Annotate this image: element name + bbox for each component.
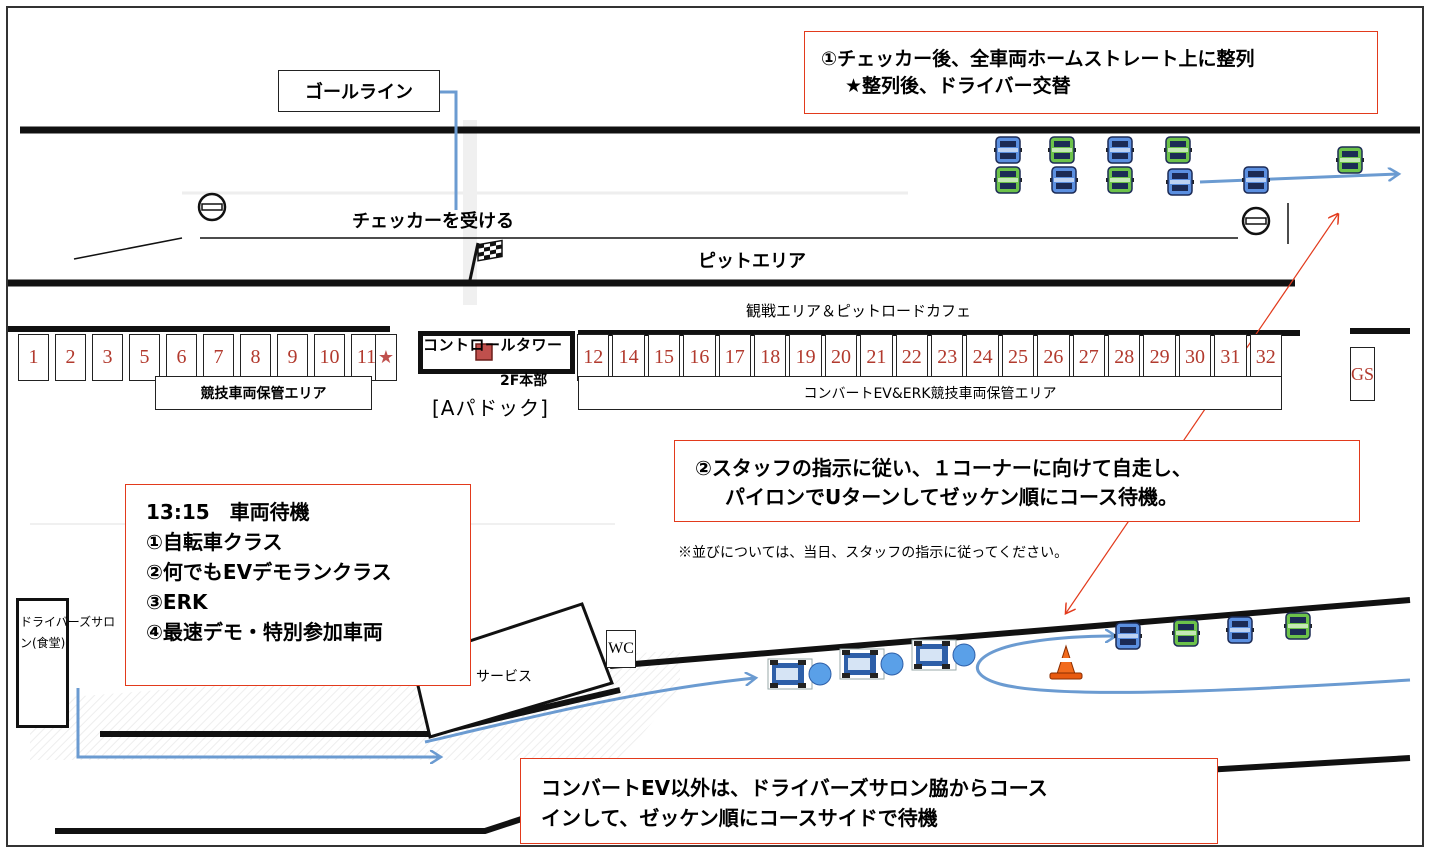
car-icon (993, 136, 1023, 164)
car-icon (1165, 168, 1195, 196)
left-storage-area: 競技車両保管エリア (155, 376, 372, 410)
stall-box: 23 (931, 334, 964, 381)
right-storage-area: コンバートEV&ERK競技車両保管エリア (578, 376, 1282, 410)
callout-line: コンバートEV以外は、ドライバーズサロン脇からコース (541, 776, 1048, 800)
control-tower-label: コントロールタワー (423, 336, 563, 354)
stall-box: 14 (612, 334, 645, 381)
star-stall: ★ (375, 334, 397, 381)
wc-box: WC (606, 630, 636, 668)
goal-line-label: ゴールライン (278, 70, 440, 112)
kart-icon (767, 658, 832, 690)
stall-box: 28 (1108, 334, 1141, 381)
stall-box: 17 (718, 334, 751, 381)
car-icon (1241, 166, 1271, 194)
stall-box: 24 (966, 334, 999, 381)
car-icon (1047, 136, 1077, 164)
car-icon (1105, 166, 1135, 194)
no-entry-icon (197, 192, 227, 222)
stall-box: 10 (314, 334, 345, 381)
service-label: サービス (476, 669, 532, 685)
stall-box: 22 (895, 334, 928, 381)
diagram-frame (6, 6, 1424, 847)
car-icon (1225, 616, 1255, 644)
stall-box: 26 (1037, 334, 1070, 381)
car-icon (1283, 612, 1313, 640)
kart-icon (911, 639, 976, 671)
hq-2f-label: 2F本部 (500, 373, 548, 389)
car-icon (1171, 619, 1201, 647)
control-tower (418, 331, 575, 374)
stall-box: 7 (203, 334, 234, 381)
stall-box: 21 (860, 334, 893, 381)
car-icon (993, 166, 1023, 194)
callout-line: パイロンでUターンしてゼッケン順にコース待機。 (725, 485, 1179, 509)
callout-self-drive: ②スタッフの指示に従い、１コーナーに向けて自走し、 パイロンでUターンしてゼッケ… (674, 440, 1360, 522)
schedule-item: ②何でもEVデモランクラス (146, 560, 392, 584)
stall-box: 8 (240, 334, 271, 381)
car-icon (1163, 136, 1193, 164)
stall-box: 20 (824, 334, 858, 381)
car-icon (1105, 136, 1135, 164)
callout-line: インして、ゼッケン順にコースサイドで待機 (541, 806, 938, 830)
stall-box: 1 (18, 334, 49, 381)
stall-box: 18 (754, 334, 787, 381)
stall-box: 2 (55, 334, 86, 381)
traffic-cone-icon (1049, 644, 1083, 680)
callout-align-after-checker: ①チェッカー後、全車両ホームストレート上に整列 ★整列後、ドライバー交替 (804, 31, 1378, 114)
schedule-item: ①自転車クラス (146, 530, 283, 554)
stall-box: 6 (166, 334, 197, 381)
stall-box: 25 (1001, 334, 1035, 381)
spectator-area-label: 観戦エリア＆ピットロードカフェ (746, 302, 972, 320)
stall-box: 16 (683, 334, 716, 381)
stall-box: 12 (577, 334, 610, 381)
stall-box: 30 (1178, 334, 1212, 381)
callout-vehicle-standby: 13:15 車両待機 ①自転車クラス ②何でもEVデモランクラス ③ERK ④最… (125, 484, 471, 686)
pit-area-label: ピットエリア (698, 251, 806, 272)
schedule-title: 13:15 車両待機 (146, 500, 310, 524)
drivers-salon-box (16, 598, 69, 728)
stall-box: 32 (1249, 334, 1282, 381)
no-entry-icon (1241, 206, 1271, 236)
note-text: ※並びについては、当日、スタッフの指示に従ってください。 (678, 545, 1069, 561)
car-icon (1049, 166, 1079, 194)
stall-box: 27 (1072, 334, 1105, 381)
stall-box: 29 (1143, 334, 1176, 381)
kart-icon (839, 648, 904, 680)
gas-station-box: GS (1350, 347, 1375, 401)
checkered-flag-icon (468, 239, 503, 281)
stall-box: 9 (277, 334, 308, 381)
stall-box: 19 (789, 334, 822, 381)
stall-box: 15 (647, 334, 681, 381)
car-icon (1113, 622, 1143, 650)
car-icon (1335, 146, 1365, 174)
stall-box: 5 (129, 334, 160, 381)
callout-line: ★整列後、ドライバー交替 (845, 75, 1071, 97)
callout-course-in: コンバートEV以外は、ドライバーズサロン脇からコース インして、ゼッケン順にコー… (520, 758, 1218, 844)
drivers-salon-label: ドライバーズサロン(食堂) (20, 615, 116, 650)
callout-line: ②スタッフの指示に従い、１コーナーに向けて自走し、 (695, 456, 1192, 480)
callout-line: ①チェッカー後、全車両ホームストレート上に整列 (821, 48, 1255, 70)
schedule-item: ④最速デモ・特別参加車両 (146, 620, 383, 644)
a-paddock-label: [Aパドック] (432, 396, 549, 420)
checker-label: チェッカーを受ける (352, 211, 514, 232)
stall-box: 31 (1214, 334, 1247, 381)
schedule-item: ③ERK (146, 590, 208, 614)
stall-box: 3 (92, 334, 123, 381)
